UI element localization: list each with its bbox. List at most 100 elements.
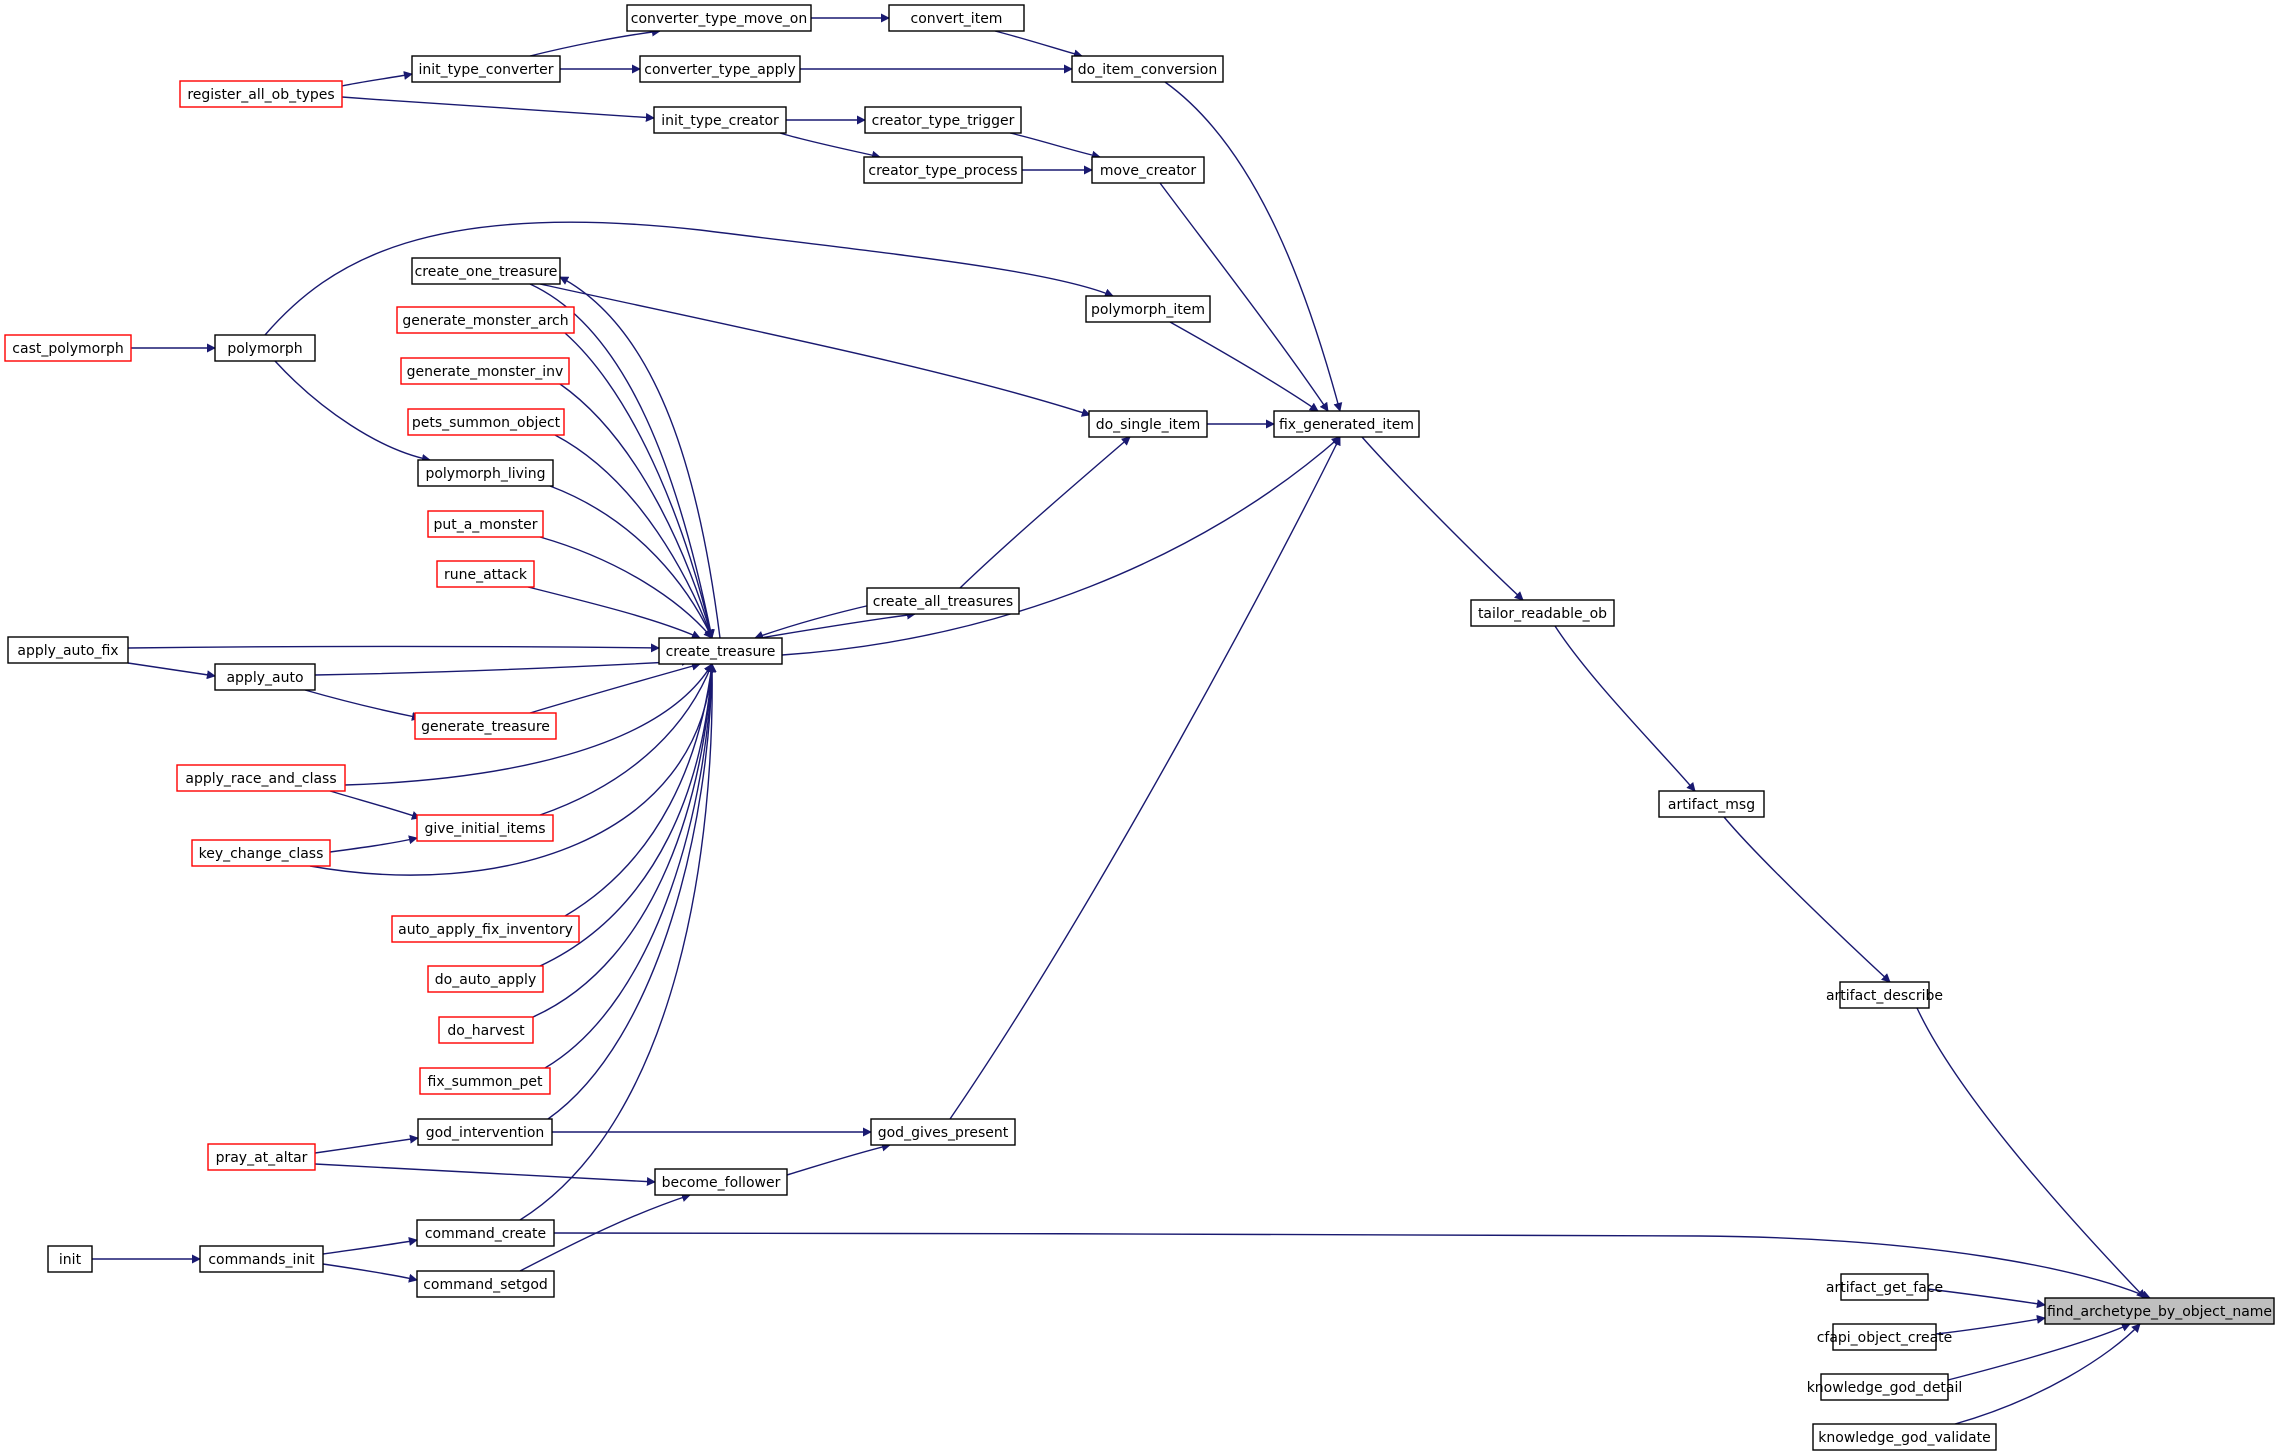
node-god-gives-present[interactable]: god_gives_present bbox=[870, 1118, 1016, 1146]
node-command-create[interactable]: command_create bbox=[416, 1219, 555, 1247]
node-artifact-msg[interactable]: artifact_msg bbox=[1658, 790, 1765, 818]
edge-knowledge-god-detail-to-find-archetype-by-object-name bbox=[1947, 1323, 2131, 1381]
node-command-setgod[interactable]: command_setgod bbox=[416, 1270, 555, 1298]
edge-commands-init-to-command-setgod bbox=[322, 1263, 418, 1283]
node-auto-apply-fix-inventory[interactable]: auto_apply_fix_inventory bbox=[391, 915, 580, 943]
node-box bbox=[436, 560, 535, 588]
node-label: init_type_creator bbox=[661, 113, 779, 129]
node-cast-polymorph[interactable]: cast_polymorph bbox=[4, 334, 132, 362]
node-init-type-converter[interactable]: init_type_converter bbox=[411, 55, 561, 83]
node-box bbox=[888, 4, 1025, 32]
node-polymorph[interactable]: polymorph bbox=[214, 334, 316, 362]
node-label: cfapi_object_create bbox=[1817, 1330, 1953, 1346]
node-pray-at-altar[interactable]: pray_at_altar bbox=[207, 1143, 316, 1171]
node-label: creator_type_trigger bbox=[872, 113, 1015, 129]
node-artifact-describe[interactable]: artifact_describe bbox=[1826, 981, 1943, 1009]
edge-artifact-describe-to-find-archetype-by-object-name bbox=[1916, 1007, 2146, 1299]
node-converter-type-move-on[interactable]: converter_type_move_on bbox=[626, 4, 812, 32]
node-cfapi-object-create[interactable]: cfapi_object_create bbox=[1817, 1323, 1953, 1351]
node-knowledge-god-detail[interactable]: knowledge_god_detail bbox=[1807, 1373, 1963, 1401]
node-become-follower[interactable]: become_follower bbox=[654, 1168, 788, 1196]
node-box bbox=[417, 459, 554, 487]
node-box bbox=[438, 1016, 534, 1044]
node-generate-monster-inv[interactable]: generate_monster_inv bbox=[400, 357, 570, 385]
node-box bbox=[214, 663, 316, 691]
node-put-a-monster[interactable]: put_a_monster bbox=[427, 510, 544, 538]
node-label: apply_auto_fix bbox=[17, 643, 118, 659]
edge-fix-generated-item-to-tailor-readable-ob bbox=[1361, 436, 1524, 601]
edge-polymorph-item-to-fix-generated-item bbox=[1169, 321, 1319, 412]
edge-do-harvest-to-create-treasure bbox=[532, 663, 717, 1018]
node-converter-type-apply[interactable]: converter_type_apply bbox=[639, 55, 801, 83]
node-box bbox=[653, 106, 787, 134]
node-label: artifact_get_face bbox=[1826, 1280, 1943, 1296]
node-box bbox=[1812, 1423, 1997, 1451]
edge-artifact-get-face-to-find-archetype-by-object-name bbox=[1927, 1288, 2046, 1309]
node-box bbox=[417, 1118, 553, 1146]
node-apply-race-and-class[interactable]: apply_race_and_class bbox=[176, 764, 346, 792]
node-do-auto-apply[interactable]: do_auto_apply bbox=[427, 965, 544, 993]
node-label: converter_type_move_on bbox=[631, 11, 807, 27]
node-god-intervention[interactable]: god_intervention bbox=[417, 1118, 553, 1146]
node-create-one-treasure[interactable]: create_one_treasure bbox=[411, 257, 561, 285]
node-label: fix_summon_pet bbox=[428, 1074, 543, 1090]
node-apply-auto[interactable]: apply_auto bbox=[214, 663, 316, 691]
node-label: artifact_describe bbox=[1826, 988, 1943, 1004]
edge-god-gives-present-to-fix-generated-item bbox=[949, 436, 1341, 1120]
edge-cfapi-object-create-to-find-archetype-by-object-name bbox=[1935, 1314, 2046, 1335]
node-label: register_all_ob_types bbox=[187, 87, 334, 103]
edge-create-treasure-to-create-all-treasures bbox=[759, 610, 916, 639]
node-fix-summon-pet[interactable]: fix_summon_pet bbox=[419, 1067, 551, 1095]
node-pets-summon-object[interactable]: pets_summon_object bbox=[407, 408, 565, 436]
node-do-item-conversion[interactable]: do_item_conversion bbox=[1071, 55, 1224, 83]
node-generate-treasure[interactable]: generate_treasure bbox=[414, 712, 557, 740]
node-generate-monster-arch[interactable]: generate_monster_arch bbox=[396, 306, 575, 334]
edge-create-all-treasures-to-do-single-item bbox=[959, 436, 1131, 589]
node-box bbox=[411, 257, 561, 285]
node-init[interactable]: init bbox=[47, 1245, 93, 1273]
node-artifact-get-face[interactable]: artifact_get_face bbox=[1826, 1273, 1943, 1301]
node-knowledge-god-validate[interactable]: knowledge_god_validate bbox=[1812, 1423, 1997, 1451]
node-do-harvest[interactable]: do_harvest bbox=[438, 1016, 534, 1044]
node-creator-type-trigger[interactable]: creator_type_trigger bbox=[864, 106, 1022, 134]
node-commands-init[interactable]: commands_init bbox=[199, 1245, 324, 1273]
node-box bbox=[1273, 410, 1420, 438]
node-label: give_initial_items bbox=[424, 821, 545, 837]
node-polymorph-item[interactable]: polymorph_item bbox=[1085, 295, 1211, 323]
node-give-initial-items[interactable]: give_initial_items bbox=[416, 814, 554, 842]
node-init-type-creator[interactable]: init_type_creator bbox=[653, 106, 787, 134]
node-creator-type-process[interactable]: creator_type_process bbox=[863, 156, 1023, 184]
node-box bbox=[7, 636, 129, 664]
node-move-creator[interactable]: move_creator bbox=[1091, 156, 1205, 184]
node-label: command_create bbox=[425, 1226, 546, 1242]
node-tailor-readable-ob[interactable]: tailor_readable_ob bbox=[1470, 599, 1615, 627]
edge-apply-auto-to-generate-treasure bbox=[304, 689, 421, 721]
node-box bbox=[1071, 55, 1224, 83]
node-key-change-class[interactable]: key_change_class bbox=[191, 839, 331, 867]
edge-knowledge-god-validate-to-find-archetype-by-object-name bbox=[1954, 1323, 2141, 1425]
node-box bbox=[1820, 1373, 1949, 1401]
node-find-archetype-by-object-name[interactable]: find_archetype_by_object_name bbox=[2044, 1297, 2275, 1325]
node-box bbox=[1088, 410, 1208, 438]
node-label: artifact_msg bbox=[1668, 797, 1755, 813]
node-label: cast_polymorph bbox=[12, 341, 123, 357]
node-polymorph-living[interactable]: polymorph_living bbox=[417, 459, 554, 487]
node-box bbox=[427, 965, 544, 993]
edge-pray-at-altar-to-god-intervention bbox=[314, 1134, 419, 1154]
edge-generate-monster-arch-to-create-treasure bbox=[564, 332, 715, 639]
node-create-all-treasures[interactable]: create_all_treasures bbox=[866, 587, 1020, 615]
node-box bbox=[2044, 1297, 2275, 1325]
node-rune-attack[interactable]: rune_attack bbox=[436, 560, 535, 588]
node-box bbox=[411, 55, 561, 83]
edge-create-treasure-to-create-one-treasure bbox=[559, 276, 721, 639]
node-register-all-ob-types[interactable]: register_all_ob_types bbox=[179, 80, 343, 108]
node-fix-generated-item[interactable]: fix_generated_item bbox=[1273, 410, 1420, 438]
node-apply-auto-fix[interactable]: apply_auto_fix bbox=[7, 636, 129, 664]
node-create-treasure[interactable]: create_treasure bbox=[658, 637, 783, 665]
edge-pray-at-altar-to-become-follower bbox=[314, 1163, 656, 1187]
edge-apply-auto-fix-to-apply-auto bbox=[127, 662, 216, 680]
node-box bbox=[1840, 1273, 1929, 1301]
node-do-single-item[interactable]: do_single_item bbox=[1088, 410, 1208, 438]
node-convert-item[interactable]: convert_item bbox=[888, 4, 1025, 32]
edge-generate-treasure-to-create-treasure bbox=[529, 661, 701, 714]
